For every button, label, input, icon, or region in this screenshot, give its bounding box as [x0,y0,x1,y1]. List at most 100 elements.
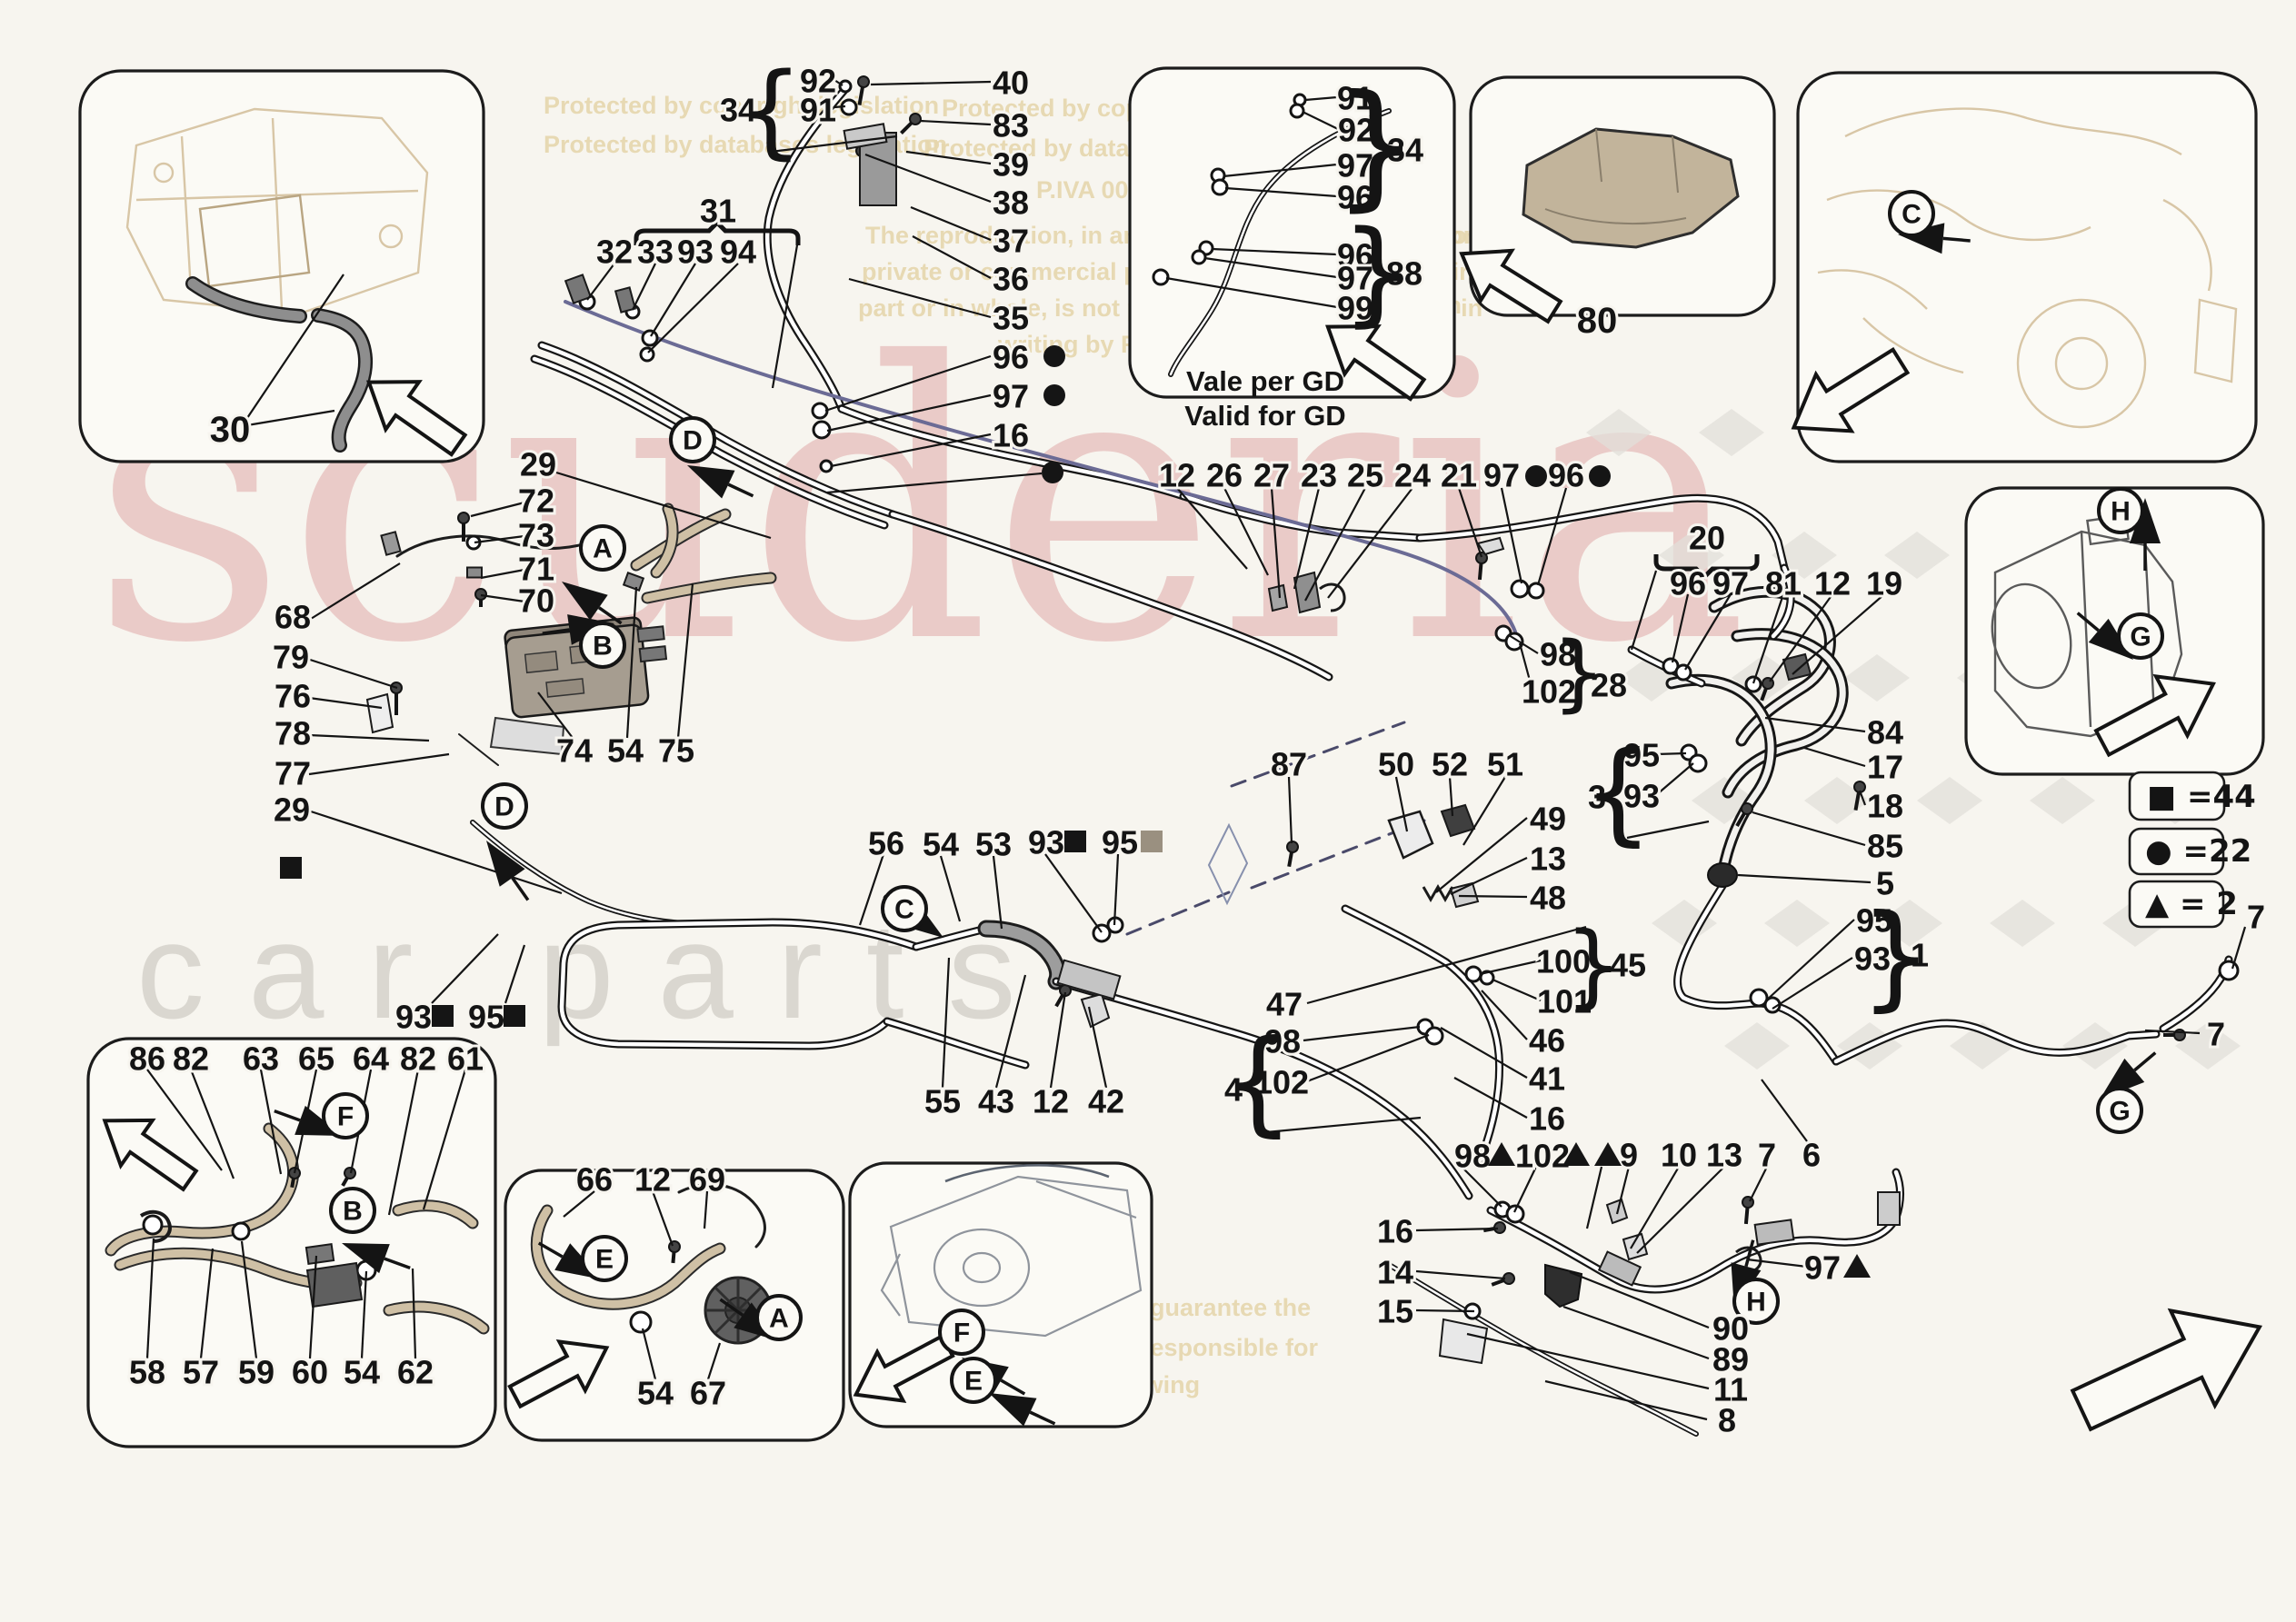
checker-diamond [1884,532,1950,579]
callout-95: 95 [1623,737,1660,774]
leader-line [1306,1033,1430,1083]
legend-box [2128,771,2226,821]
view-letter-text: F [953,1318,970,1348]
callout-29: 29 [520,446,556,483]
part-shape [365,692,394,734]
callout-95: 95 [1102,824,1138,861]
solid-arrow-tail [1000,1378,1026,1396]
leader-line [1752,811,1866,847]
marker-dot [1043,345,1065,367]
leader-line [246,274,344,419]
view-letter-text: F [337,1102,354,1132]
callout-46: 46 [1529,1022,1565,1060]
gd-caption-english: Valid for GD [1184,400,1345,432]
bolt-head [909,113,922,125]
callout-21: 21 [1441,457,1477,494]
view-letter-text: G [2130,622,2151,652]
leader-line [470,501,525,518]
leader-line [864,153,992,204]
pipe [980,922,1064,988]
inset-box [1796,71,2258,463]
leader-line [676,582,694,739]
leader-line [555,471,772,540]
callout-31: 31 [700,193,736,230]
callout-10: 10 [1661,1137,1697,1174]
callout-19: 19 [1866,565,1902,602]
callout-56: 56 [868,825,904,862]
leader-line [1440,1027,1528,1079]
horizontal-brackets [634,219,1760,581]
callout-95: 95 [468,999,504,1036]
leader-line [199,1248,215,1359]
bolt [1286,841,1300,868]
block-arrow [366,380,468,457]
callout-8: 8 [1718,1402,1736,1439]
leader-line [1049,991,1067,1089]
view-letter-F: F [938,1309,985,1356]
bolt [857,75,870,105]
callout-38: 38 [993,184,1029,222]
pipe [1343,906,1502,1162]
part-fitting [1056,959,1122,1000]
o-ring [231,1221,251,1241]
marker-square [1064,831,1086,852]
leader-line [651,1190,674,1247]
callout-30: 30 [210,410,251,450]
part-fitting [466,566,483,579]
block-arrow [1325,324,1427,402]
view-letter-A: A [579,524,626,572]
bolt-head [857,75,870,88]
pipe [187,278,305,322]
marker-square [504,1005,525,1027]
solid-arrow-tail [384,1257,411,1270]
callout-96: 96 [1548,457,1584,494]
bolt [474,588,487,607]
group-bracket [634,219,801,245]
bolt [457,512,470,542]
callout-68: 68 [275,599,311,636]
leader-lines [145,79,2247,1421]
leader-line [870,80,992,86]
solid-arrow-head [1898,223,1945,254]
callout-37: 37 [993,223,1029,260]
o-ring [838,79,853,94]
pipe [532,356,887,528]
callout-11: 11 [1713,1371,1748,1408]
pipe [1668,676,1774,874]
solid-arrow-tail [274,1109,301,1122]
callout-7: 7 [2247,899,2265,936]
pipe [458,733,499,766]
leader-line [770,134,898,154]
callout-28: 28 [1591,667,1627,704]
callout-7: 7 [2207,1016,2225,1053]
leader-line [1481,990,1528,1040]
solid-arrow-head [2130,498,2161,543]
pipe [1417,496,1787,571]
pipe [1833,1020,2159,1064]
view-letter-text: B [593,632,613,662]
callout-97: 97 [1804,1249,1841,1287]
part-shape [1267,583,1289,612]
callout-36: 36 [993,261,1029,298]
callout-86: 86 [129,1040,165,1078]
leader-line [537,692,574,739]
leader-line [1737,873,1872,884]
part-shape [1672,135,1679,194]
part-shape [1544,208,1687,225]
callout-98: 98 [1264,1023,1301,1060]
callout-93: 93 [677,234,714,271]
o-ring [1464,965,1482,983]
callout-78: 78 [275,715,311,752]
part-shape [1387,810,1434,860]
group-brace: { [738,52,803,170]
view-letter-F: F [322,1092,369,1139]
leader-line [146,1069,223,1171]
part-shape [1422,883,1454,903]
checker-diamond [1652,900,1717,947]
pipe [313,310,371,451]
callout-12: 12 [634,1161,671,1199]
callout-74: 74 [556,732,593,770]
callout-3: 3 [1588,779,1606,816]
leader-line [1457,487,1483,558]
callout-82: 82 [173,1040,209,1078]
